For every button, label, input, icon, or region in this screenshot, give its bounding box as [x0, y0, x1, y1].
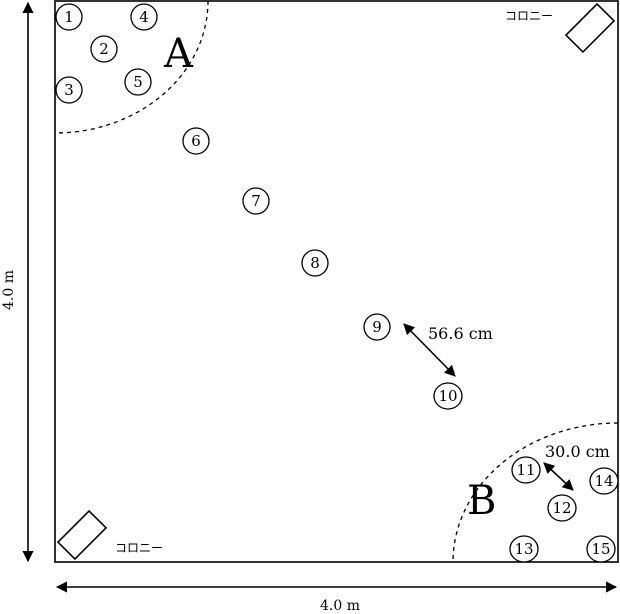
distance-arrow-11-12	[543, 462, 574, 491]
node-7: 7	[242, 187, 270, 215]
node-10: 10	[433, 382, 463, 410]
node-3: 3	[55, 76, 83, 104]
height-dimension-label: 4.0 m	[1, 270, 17, 310]
node-label-4: 4	[139, 8, 149, 26]
node-label-9: 9	[372, 318, 382, 336]
node-label-7: 7	[251, 192, 261, 210]
node-6: 6	[182, 127, 210, 155]
node-label-6: 6	[191, 132, 201, 150]
region-a-label: A	[163, 31, 194, 77]
node-label-12: 12	[552, 499, 571, 517]
node-9: 9	[363, 313, 391, 341]
colony-label-bottom-left: コロニー	[115, 541, 163, 555]
node-8: 8	[301, 249, 329, 277]
region-a-boundary	[54, 0, 209, 134]
width-dimension-label: 4.0 m	[320, 598, 360, 614]
colony-box-top-right	[564, 2, 616, 54]
colony-box-bottom-left	[56, 509, 108, 561]
node-label-13: 13	[514, 540, 533, 558]
node-label-14: 14	[594, 472, 613, 490]
node-14: 14	[589, 467, 619, 495]
node-label-1: 1	[64, 8, 74, 26]
node-2: 2	[90, 35, 118, 63]
node-label-10: 10	[438, 387, 457, 405]
node-label-11: 11	[516, 461, 535, 479]
region-b-boundary	[452, 422, 619, 563]
node-11: 11	[511, 456, 541, 484]
node-15: 15	[586, 535, 616, 563]
colony-label-top-right: コロニー	[505, 9, 553, 23]
node-label-5: 5	[133, 73, 143, 91]
node-4: 4	[130, 3, 158, 31]
node-13: 13	[509, 535, 539, 563]
node-label-8: 8	[310, 254, 320, 272]
node-label-15: 15	[591, 540, 610, 558]
node-label-3: 3	[64, 81, 74, 99]
arena-boundary	[54, 0, 619, 563]
node-label-2: 2	[99, 40, 109, 58]
node-5: 5	[124, 68, 152, 96]
node-1: 1	[55, 3, 83, 31]
distance-label-9-10: 56.6 cm	[428, 324, 493, 343]
distance-arrow-9-10	[403, 323, 456, 377]
node-12: 12	[547, 494, 577, 522]
distance-label-11-12: 30.0 cm	[545, 442, 610, 461]
region-b-label: B	[467, 478, 496, 524]
